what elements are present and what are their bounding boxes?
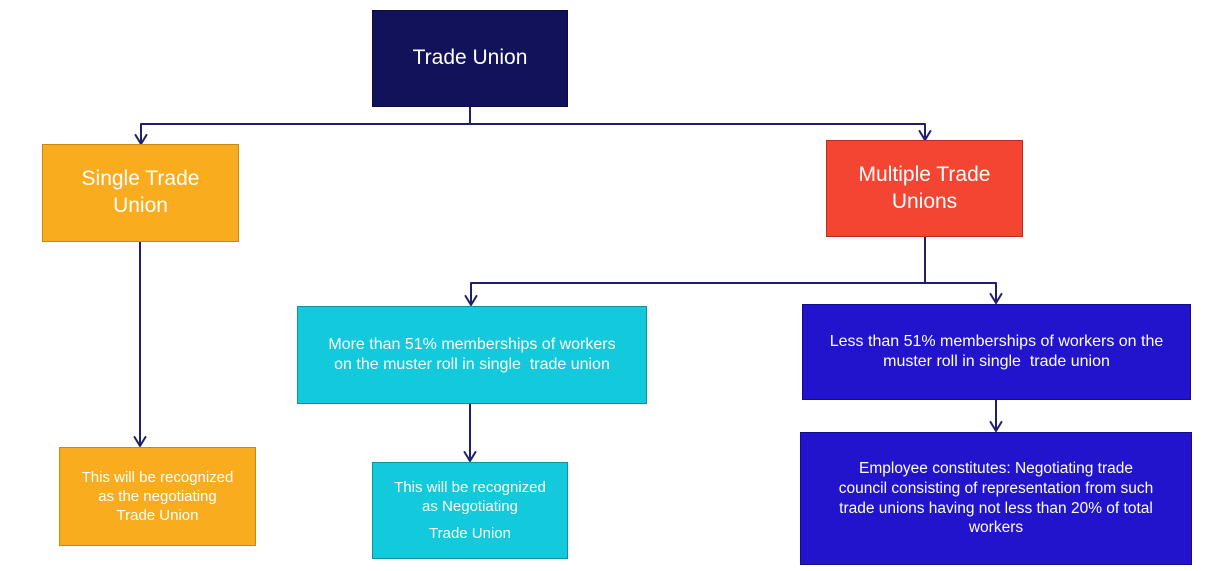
node-label-line: Employee constitutes: Negotiating trade (859, 459, 1133, 477)
node-label-line: Trade Union (412, 46, 528, 70)
node-less-than-51-membership: Less than 51% memberships of workers on … (802, 304, 1191, 400)
node-label-line: council consisting of representation fro… (838, 479, 1154, 497)
arrowhead-less-than-51 (989, 293, 1003, 304)
node-label-line: More than 51% memberships of workers (328, 335, 616, 353)
node-label-line: This will be recognized (394, 478, 546, 496)
node-label-line: as Negotiating (422, 497, 518, 515)
node-trade-union: Trade Union (372, 10, 568, 107)
node-label-line: on the muster roll in single trade union (334, 356, 610, 373)
arrowhead-negotiating-council (989, 421, 1003, 432)
node-label-line: Union (113, 194, 168, 217)
node-label-line: workers (968, 519, 1024, 537)
arrowhead-recognized-majority (463, 451, 477, 462)
arrowhead-single-trade-union (134, 134, 148, 145)
arrowhead-more-than-51 (464, 295, 478, 306)
node-label-line: trade unions having not less than 20% of… (839, 499, 1153, 517)
arrowhead-recognized-single (133, 436, 147, 447)
node-label-line: This will be recognized (81, 468, 234, 486)
node-label-line: Unions (891, 189, 958, 213)
connector-top-split (140, 106, 926, 142)
node-negotiating-trade-council: Employee constitutes: Negotiating trade c… (800, 432, 1192, 565)
node-label-line: Less than 51% memberships of workers on … (829, 332, 1164, 350)
node-more-than-51-membership: More than 51% memberships of workers on t… (297, 306, 647, 404)
node-label-line: Single Trade (81, 167, 200, 191)
arrowhead-multiple-trade-unions (918, 130, 932, 141)
node-label-line: Multiple Trade (858, 162, 991, 186)
node-label-line: as the negotiating (98, 487, 217, 505)
node-label-line: muster roll in single trade union (883, 353, 1110, 370)
node-label-line: Trade Union (116, 507, 199, 525)
node-label-line: Trade Union (429, 525, 511, 543)
connector-multiple-split (470, 236, 997, 303)
